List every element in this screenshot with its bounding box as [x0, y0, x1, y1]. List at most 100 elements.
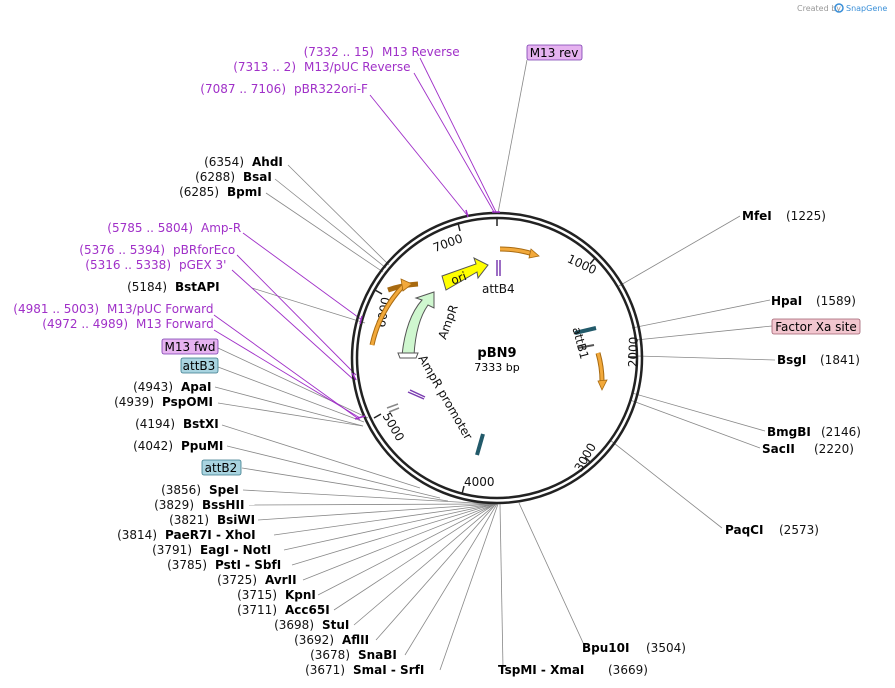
site-pos: (2573) — [779, 523, 819, 537]
primer-name[interactable]: M13 Reverse — [382, 45, 460, 59]
site-pos: (3671) — [305, 663, 345, 677]
site-pos: (4194) — [135, 417, 175, 431]
primer-name[interactable]: M13/pUC Reverse — [304, 60, 411, 74]
site-name[interactable]: TspMI - XmaI — [498, 663, 584, 677]
site-name[interactable]: PaqCI — [725, 523, 763, 537]
factor-xa-label[interactable]: Factor Xa site — [775, 320, 857, 334]
sites-left-a: (4943) ApaI (4939) PspOMI (4194) BstXI (… — [114, 380, 223, 453]
mcs-marks — [386, 403, 400, 413]
site-pos: (3829) — [154, 498, 194, 512]
primer-name[interactable]: Amp-R — [201, 221, 241, 235]
primer-pos: (5376 .. 5394) — [79, 243, 165, 257]
attb3-box[interactable] — [180, 357, 219, 374]
attb2-box[interactable] — [201, 459, 242, 476]
site-pos: (3698) — [274, 618, 314, 632]
site-name[interactable]: SnaBI — [358, 648, 397, 662]
primer-pos: (7313 .. 2) — [233, 60, 296, 74]
attb3-label[interactable]: attB3 — [183, 359, 216, 373]
site-pos: (1225) — [786, 209, 826, 223]
primer-name[interactable]: pBRforEco — [173, 243, 235, 257]
primer-name[interactable]: M13 Forward — [136, 317, 214, 331]
site-name-bstapi[interactable]: BstAPI — [175, 280, 220, 294]
sites-right: MfeI (1225) HpaI (1589) BsgI (1841) BmgB… — [498, 209, 861, 677]
site-name[interactable]: SmaI - SrfI — [353, 663, 424, 677]
ori-arrow — [441, 257, 489, 291]
m13-fwd-box[interactable] — [161, 338, 219, 355]
watermark-created-by: Created by — [797, 4, 841, 13]
site-name[interactable]: PaeR7I - XhoI — [165, 528, 256, 542]
attb3-arc — [370, 282, 407, 346]
site-name[interactable]: BpmI — [227, 185, 262, 199]
tick-label-4000: 4000 — [464, 475, 495, 489]
site-pos-bstapi: (5184) — [127, 280, 167, 294]
primer-pos: (5316 .. 5338) — [85, 258, 171, 272]
primer-pos: (7332 .. 15) — [304, 45, 374, 59]
site-name[interactable]: AhdI — [252, 155, 283, 169]
primer-name[interactable]: M13/pUC Forward — [107, 302, 214, 316]
site-name[interactable]: PspOMI — [162, 395, 213, 409]
site-name[interactable]: PstI - SbfI — [215, 558, 281, 572]
m13-fwd-label[interactable]: M13 fwd — [165, 340, 216, 354]
site-pos: (1589) — [816, 294, 856, 308]
site-pos: (3856) — [161, 483, 201, 497]
attb1-mark — [577, 344, 595, 349]
primer-pos: (4981 .. 5003) — [13, 302, 99, 316]
site-name[interactable]: BsaI — [243, 170, 272, 184]
attb3-arc-head — [400, 278, 413, 292]
site-name[interactable]: SacII — [762, 442, 795, 456]
site-pos: (3711) — [237, 603, 277, 617]
m13-rev-label[interactable]: M13 rev — [530, 46, 579, 60]
site-name[interactable]: KpnI — [285, 588, 316, 602]
site-name[interactable]: StuI — [322, 618, 349, 632]
site-name[interactable]: Bpu10I — [582, 641, 629, 655]
site-pos: (3715) — [237, 588, 277, 602]
feature-label-attb4: attB4 — [482, 282, 515, 296]
attb2-mark — [475, 433, 485, 456]
site-name[interactable]: PpuMI — [181, 439, 223, 453]
site-pos: (2146) — [821, 425, 861, 439]
site-name[interactable]: ApaI — [181, 380, 211, 394]
m13-rev-box[interactable] — [526, 44, 583, 61]
site-pos: (3504) — [646, 641, 686, 655]
primer-labels-mid: (5785 .. 5804) Amp-R (5376 .. 5394) pBRf… — [79, 221, 241, 272]
site-name[interactable]: SpeI — [209, 483, 239, 497]
ampr-arrow — [401, 291, 435, 356]
primer-pos: (4972 .. 4989) — [42, 317, 128, 331]
site-pos: (6288) — [195, 170, 235, 184]
primer-name[interactable]: pGEX 3' — [179, 258, 226, 272]
site-pos: (1841) — [820, 353, 860, 367]
feature-label-ampr: AmpR — [435, 303, 460, 341]
primer-name[interactable]: pBR322ori-F — [294, 82, 368, 96]
site-name[interactable]: Acc65I — [285, 603, 330, 617]
site-name[interactable]: AvrII — [265, 573, 297, 587]
primer-ticks — [351, 209, 500, 420]
site-name[interactable]: BstXI — [183, 417, 219, 431]
site-pos: (3821) — [169, 513, 209, 527]
plasmid-name: pBN9 — [477, 346, 516, 361]
site-pos: (6354) — [204, 155, 244, 169]
site-name[interactable]: BssHII — [202, 498, 244, 512]
primer-labels-fwd: (4981 .. 5003) M13/pUC Forward (4972 .. … — [13, 302, 213, 331]
attb2-label[interactable]: attB2 — [205, 461, 238, 475]
factor-xa-box[interactable] — [771, 318, 861, 335]
site-name[interactable]: HpaI — [771, 294, 802, 308]
site-pos: (3678) — [310, 648, 350, 662]
factor-xa-mark — [574, 326, 597, 335]
m13-rev-marks — [496, 260, 501, 276]
site-name[interactable]: AflII — [342, 633, 369, 647]
tick-label-2000: 2000 — [626, 337, 641, 368]
attb1-arrow-head — [597, 379, 608, 391]
primer-labels-top: (7332 .. 15) M13 Reverse (7313 .. 2) M13… — [200, 45, 459, 96]
site-pos: (2220) — [814, 442, 854, 456]
site-name[interactable]: MfeI — [742, 209, 772, 223]
feature-label-ori: ori — [449, 269, 468, 287]
site-name[interactable]: BsgI — [777, 353, 806, 367]
primer-pos: (5785 .. 5804) — [107, 221, 193, 235]
site-name[interactable]: BsiWI — [217, 513, 255, 527]
site-pos: (3725) — [217, 573, 257, 587]
site-name[interactable]: BmgBI — [767, 425, 811, 439]
site-pos: (3692) — [294, 633, 334, 647]
attb4-arrow-head — [528, 248, 540, 259]
site-name[interactable]: EagI - NotI — [200, 543, 271, 557]
leader-lines — [214, 59, 776, 671]
